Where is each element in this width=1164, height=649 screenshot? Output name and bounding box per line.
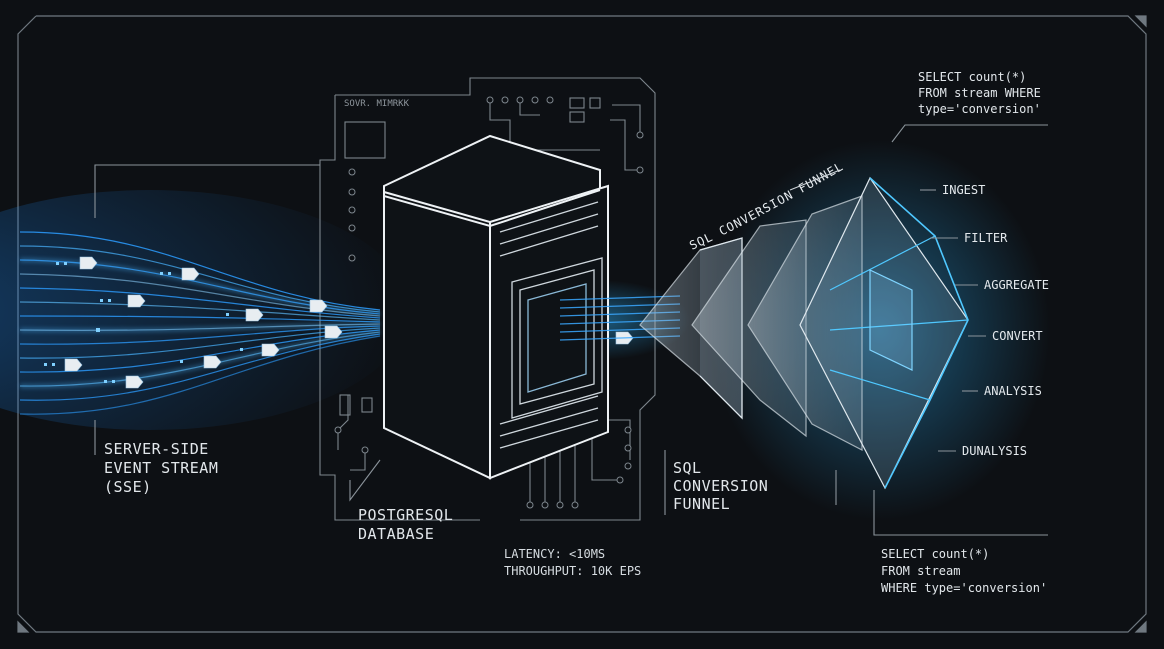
stage-analysis: ANALYSIS	[984, 384, 1042, 398]
stage-dunalysis: DUNALYSIS	[962, 444, 1027, 458]
conversion-funnel	[639, 176, 969, 490]
sse-title: SERVER-SIDE EVENT STREAM (SSE)	[104, 440, 228, 496]
stage-ingest: INGEST	[942, 183, 985, 197]
event-packets	[64, 256, 634, 389]
stream-particles	[44, 262, 243, 383]
database-title: POSTGRESQL DATABASE	[358, 506, 463, 543]
database-metrics: LATENCY: <10MS THROUGHPUT: 10K EPS	[504, 547, 641, 578]
funnel-stage-labels: INGEST FILTER AGGREGATE CONVERT ANALYSIS…	[942, 183, 1049, 458]
database-cabinet	[383, 134, 609, 480]
stage-convert: CONVERT	[992, 329, 1043, 343]
stage-filter: FILTER	[964, 231, 1008, 245]
circuit-board	[319, 77, 656, 521]
query-bottom: SELECT count(*) FROM stream WHERE type='…	[881, 547, 1047, 595]
database-front-panel	[499, 201, 603, 449]
circuit-pads	[334, 96, 644, 509]
leader-lines	[94, 124, 1048, 536]
query-top: SELECT count(*) FROM stream WHERE type='…	[918, 70, 1048, 116]
stage-aggregate: AGGREGATE	[984, 278, 1049, 292]
funnel-title: SQL CONVERSION FUNNEL	[673, 459, 778, 513]
curved-label-arrow	[789, 169, 841, 191]
chip-label: SOVR. MIMRKK	[344, 99, 410, 109]
